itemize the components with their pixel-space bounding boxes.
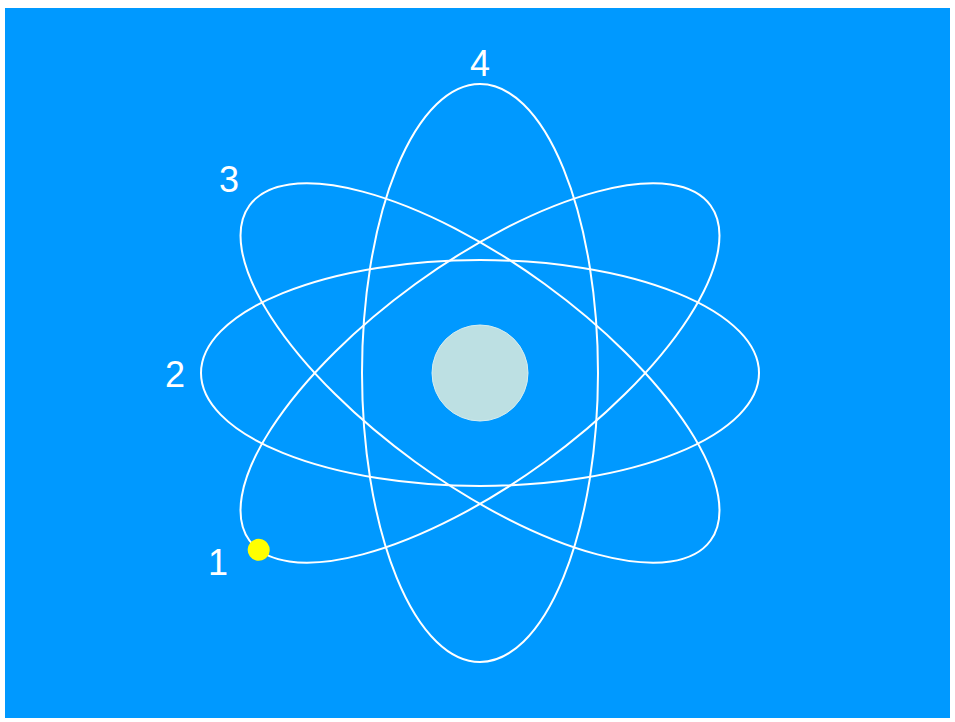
- orbit: [185, 116, 775, 629]
- orbit: [362, 84, 598, 662]
- orbit: [185, 116, 775, 629]
- electron: [243, 534, 274, 565]
- orbit: [201, 260, 759, 486]
- callout-number: 4: [468, 46, 492, 82]
- callout-number: 3: [217, 162, 241, 198]
- background: [5, 8, 950, 718]
- callout-number: 2: [163, 357, 187, 393]
- nucleus: [432, 325, 528, 421]
- callout-number: 1: [206, 545, 230, 581]
